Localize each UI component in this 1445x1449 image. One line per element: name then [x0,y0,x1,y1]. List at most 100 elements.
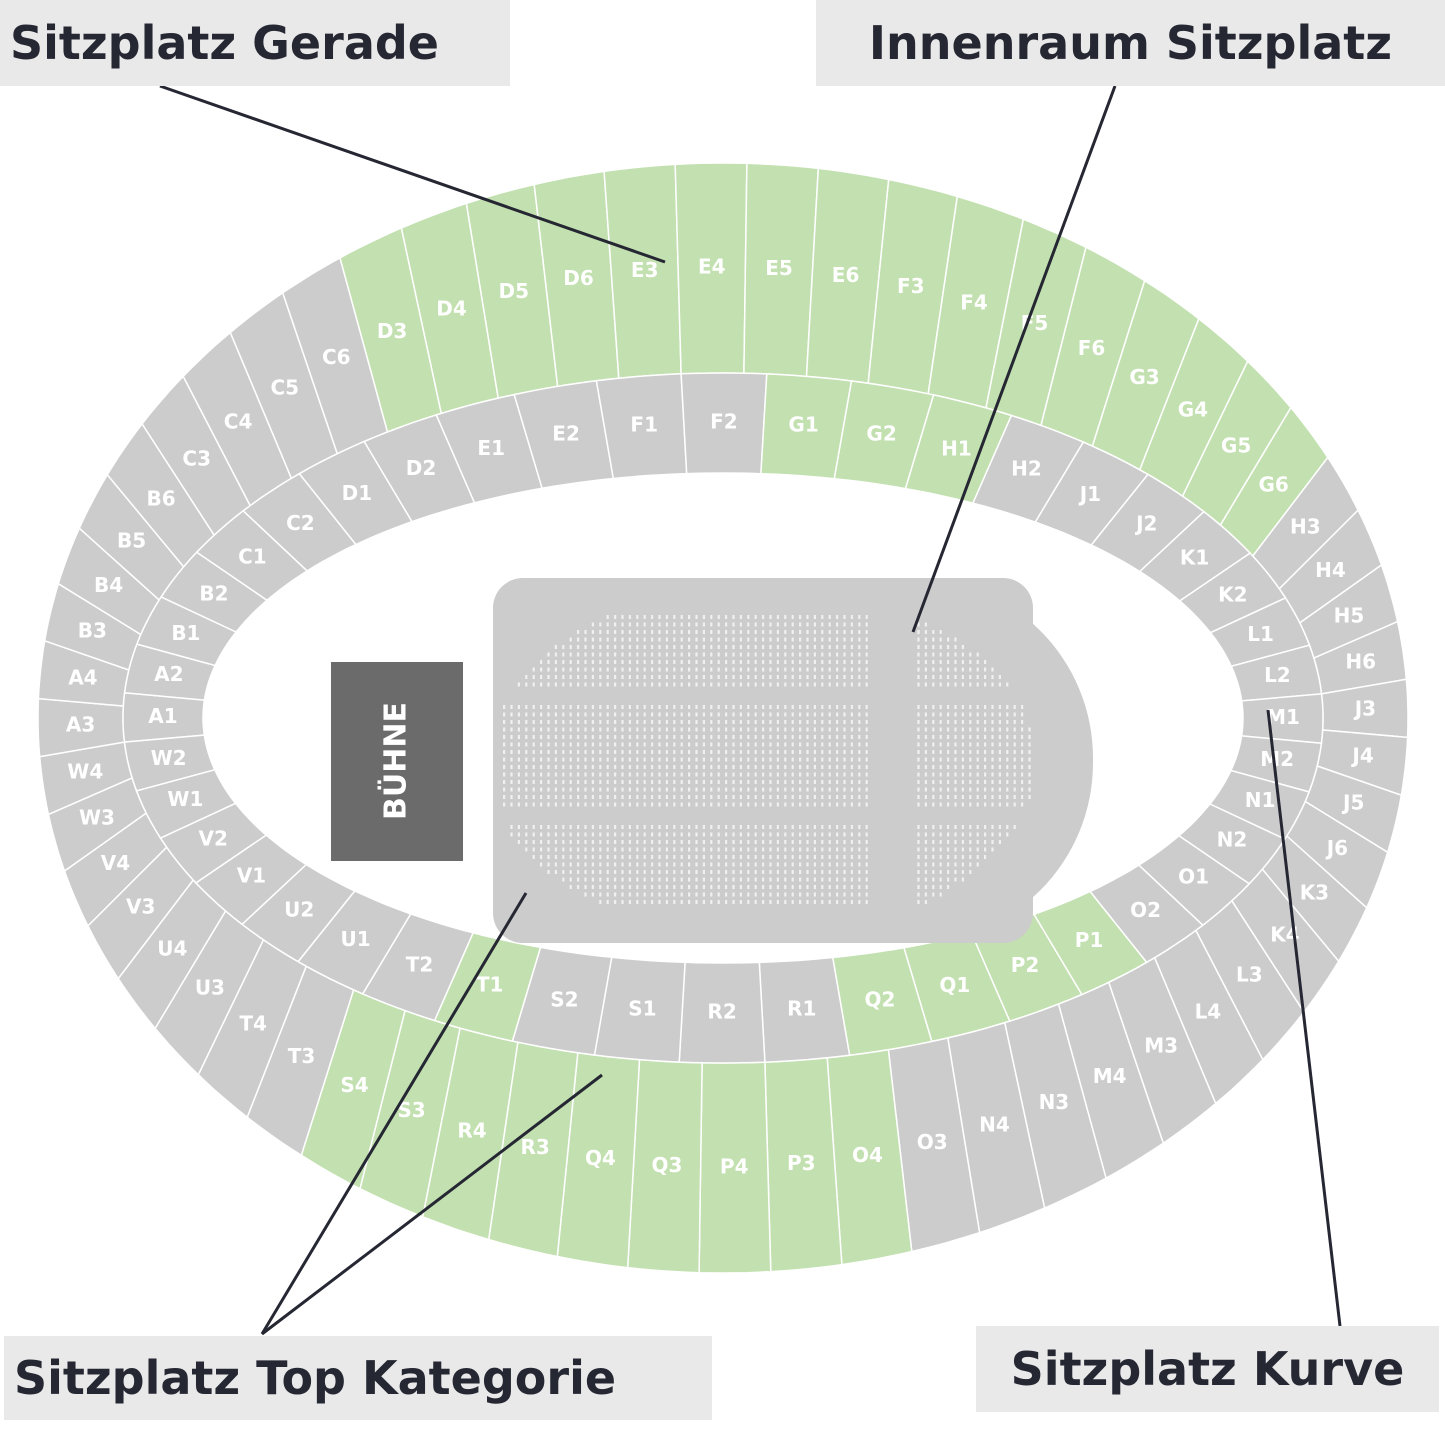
floor-seat-dot [725,795,728,799]
floor-seat-dot [865,765,868,769]
floor-seat-dot [836,787,839,792]
floor-seat-dot [821,705,824,709]
floor-seat-dot [710,847,713,852]
floor-seat-dot [976,712,979,717]
block-f1[interactable]: F1 [595,373,688,480]
floor-seat-dot [998,712,1001,717]
block-l1[interactable]: L1 [1209,596,1311,668]
block-label: J6 [1325,836,1348,860]
block-h1[interactable]: H1 [904,394,1013,505]
floor-seat-dot [984,840,987,844]
block-q3[interactable]: Q3 [626,1058,703,1274]
floor-seat-dot [554,780,557,784]
floor-seat-dot [517,780,520,784]
block-v2[interactable]: V2 [159,802,268,884]
block-p4[interactable]: P4 [698,1061,772,1274]
floor-seat-dot [858,780,861,784]
floor-seat-dot [702,742,705,747]
floor-seat-dot [606,855,609,859]
block-k2[interactable]: K2 [1178,552,1287,634]
floor-seat-dot [688,742,691,747]
floor-seat-dot [540,825,543,829]
floor-seat-dot [776,652,779,657]
floor-seat-dot [954,660,957,664]
block-g2[interactable]: G2 [833,380,935,490]
block-d3[interactable]: D3 [339,226,443,433]
floor-seat-dot [577,832,580,837]
block-f2[interactable]: F2 [680,372,768,475]
floor-seat-dot [754,652,757,657]
floor-seat-dot [702,667,705,672]
floor-seat-dot [517,825,520,829]
floor-seat-dot [695,900,698,904]
floor-seat-dot [939,720,942,724]
floor-seat-dot [540,667,543,672]
floor-seat-dot [614,802,617,807]
floor-seat-dot [540,765,543,769]
floor-seat-dot [554,825,557,829]
floor-seat-dot [1006,705,1009,709]
block-w2[interactable]: W2 [123,734,216,792]
block-t2[interactable]: T2 [361,912,475,1022]
block-e3[interactable]: E3 [603,163,682,380]
block-e5[interactable]: E5 [743,162,820,378]
floor-seat-dot [954,675,957,679]
block-shape[interactable] [123,734,216,792]
block-b1[interactable]: B1 [135,595,238,667]
floor-seat-dot [725,682,728,687]
floor-seat-dot [754,637,757,642]
floor-seat-dot [961,735,964,739]
floor-seat-dot [776,870,779,874]
floor-seat-dot [1028,727,1031,732]
floor-seat-dot [606,727,609,732]
floor-seat-dot [969,795,972,799]
floor-seat-dot [836,900,839,904]
floor-seat-dot [947,840,950,844]
block-t1[interactable]: T1 [433,931,542,1042]
floor-seat-dot [591,622,594,627]
floor-seat-dot [1013,780,1016,784]
floor-seat-dot [665,802,668,807]
floor-seat-dot [739,682,742,687]
floor-seat-dot [836,675,839,679]
floor-seat-dot [984,712,987,717]
block-a2[interactable]: A2 [123,643,217,701]
block-l2[interactable]: L2 [1230,644,1323,702]
floor-seat-dot [865,630,868,634]
floor-seat-dot [850,855,853,859]
floor-seat-dot [680,675,683,679]
block-e4[interactable]: E4 [674,162,748,375]
floor-seat-dot [591,780,594,784]
floor-seat-dot [673,892,676,897]
floor-seat-dot [732,765,735,769]
floor-seat-dot [828,637,831,642]
block-a4[interactable]: A4 [37,639,130,707]
floor-seat-dot [1021,712,1024,717]
block-m2[interactable]: M2 [1229,735,1323,793]
floor-seat-dot [628,622,631,627]
block-j4[interactable]: J4 [1316,729,1409,797]
floor-seat-dot [665,705,668,709]
block-e1[interactable]: E1 [435,393,544,504]
block-m3[interactable]: M3 [1107,956,1217,1145]
floor-seat-dot [658,667,661,672]
block-o1[interactable]: O1 [1137,834,1251,927]
block-m1[interactable]: M1 [1240,693,1324,745]
callout-curve-seating: Sitzplatz Kurve [976,1326,1439,1412]
floor-seat-dot [806,862,809,867]
block-a1[interactable]: A1 [122,691,206,743]
block-q1[interactable]: Q1 [902,932,1011,1043]
block-p1[interactable]: P1 [1032,890,1148,996]
floor-seating-area[interactable] [493,578,1093,943]
floor-seat-dot [717,637,720,642]
floor-seat-dot [695,870,698,874]
floor-seat-dot [695,742,698,747]
block-w1[interactable]: W1 [135,768,237,840]
floor-seat-dot [806,885,809,889]
block-r1[interactable]: R1 [758,956,851,1063]
floor-seat-dot [569,637,572,642]
floor-seat-dot [562,765,565,769]
floor-seat-dot [932,682,935,687]
block-g1[interactable]: G1 [760,373,853,480]
block-r2[interactable]: R2 [678,961,766,1064]
